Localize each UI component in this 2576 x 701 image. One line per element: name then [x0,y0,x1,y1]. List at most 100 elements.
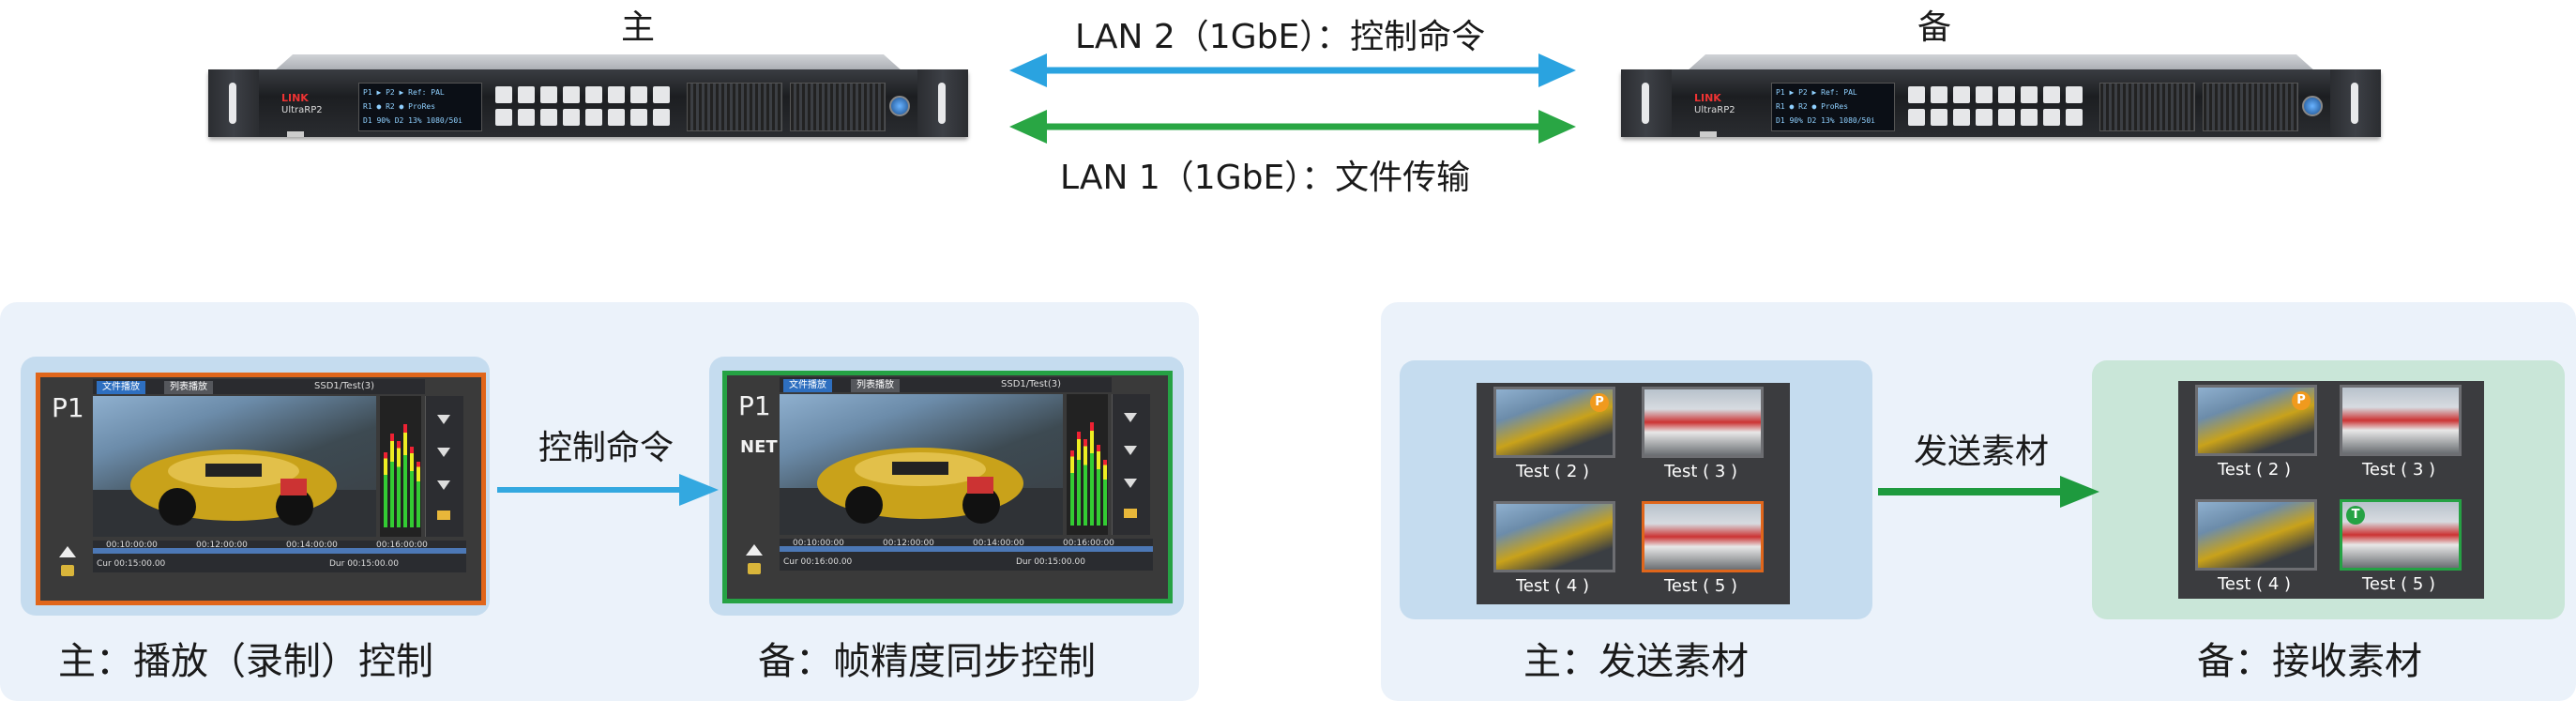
send-material-label: 发送素材 [1914,433,2050,471]
down-arrow-icon[interactable] [437,448,450,457]
clip-label: Test ( 5 ) [2361,574,2436,594]
file-path: SSD1/Test(3) [314,381,374,391]
timeline[interactable]: 00:10:00:00 00:12:00:00 00:14:00:00 00:1… [780,539,1153,571]
receive-clip-grid: P Test ( 2 ) Test ( 3 ) Test ( 4 ) T Tes… [2178,381,2484,599]
timeline-mark: 00:10:00:00 [793,539,844,548]
power-button-icon [2302,96,2323,116]
backup-rack-unit: LINK UltraRP2 P1 ▶ P2 ▶ Ref: PAL R1 ● R2… [1621,54,2381,148]
lan1-label: LAN 1（1GbE）：文件传输 [1060,159,1471,197]
send-material-arrow [1878,476,2099,508]
audio-meters [1067,394,1108,535]
net-label: NET [740,437,778,457]
backup-button-panel [1908,86,2083,126]
timeline[interactable]: 00:10:00:00 00:12:00:00 00:14:00:00 00:1… [93,541,466,572]
clip-thumbnail[interactable]: P [2195,385,2317,456]
timeline-mark: 00:10:00:00 [106,541,158,550]
file-path: SSD1/Test(3) [1001,379,1061,389]
lock-icon[interactable] [748,563,761,574]
lcd-line: R1 ● R2 ● ProRes [1776,102,1849,111]
tab-list-play[interactable]: 列表播放 [164,381,213,394]
backup-top-label: 备 [1917,8,1952,47]
timeline-mark: 00:12:00:00 [196,541,248,550]
backup-model: UltraRP2 [1694,105,1735,115]
tab-file-play[interactable]: 文件播放 [783,379,832,392]
side-control-column [1112,394,1150,535]
tab-bar: 文件播放 列表播放 SSD1/Test(3) [780,377,1112,392]
down-arrow-icon[interactable] [1124,446,1137,455]
clip-label: Test ( 3 ) [2361,460,2436,480]
master-model: UltraRP2 [281,105,323,115]
lcd-line: P1 ▶ P2 ▶ Ref: PAL [1776,88,1857,97]
drive-bay-2 [790,83,886,131]
timeline-mark: 00:14:00:00 [973,539,1024,548]
eject-icon[interactable] [746,544,763,556]
timeline-mark: 00:12:00:00 [883,539,934,548]
master-button-panel [495,86,670,126]
playing-badge: P [1590,393,1609,412]
receive-caption: 备：接收素材 [2197,640,2422,683]
lcd-line: D1 90% D2 13% 1080/50i [363,116,462,125]
usb-port-icon [1700,131,1717,137]
backup-brand: LINK [1694,92,1721,104]
clip-thumbnail[interactable] [2195,499,2317,571]
master-playback-caption: 主：播放（录制）控制 [58,640,433,683]
playing-badge: P [2292,391,2311,410]
race-car-image [780,448,1063,535]
upload-icon[interactable] [1124,509,1137,518]
clip-thumbnail[interactable] [2340,385,2462,456]
clip-label: Test ( 2 ) [2217,460,2292,480]
send-clip-grid: P Test ( 2 ) Test ( 3 ) Test ( 4 ) Test … [1477,383,1790,604]
lcd-line: R1 ● R2 ● ProRes [363,102,436,111]
drive-bay-1 [687,83,782,131]
control-command-arrow [497,474,719,506]
current-timecode: Cur 00:16:00.00 [783,557,853,567]
master-top-label: 主 [621,8,656,47]
clip-label: Test ( 4 ) [1515,576,1590,596]
clip-thumbnail[interactable] [1642,387,1764,458]
eject-icon[interactable] [59,546,76,557]
side-control-column [425,396,463,537]
clip-thumbnail[interactable]: P [1493,387,1615,458]
usb-port-icon [287,131,304,137]
drive-bay-2 [2203,83,2298,131]
clip-label: Test ( 3 ) [1663,462,1738,481]
channel-label: P1 [738,390,771,421]
clip-label: Test ( 2 ) [1515,462,1590,481]
video-preview [93,396,376,537]
master-rack-unit: LINK UltraRP2 P1 ▶ P2 ▶ Ref: PAL R1 ● R2… [208,54,968,148]
tab-list-play[interactable]: 列表播放 [851,379,900,392]
lcd-line: D1 90% D2 13% 1080/50i [1776,116,1875,125]
duration-timecode: Dur 00:15:00.00 [329,559,399,569]
transfer-badge: T [2346,506,2365,525]
control-command-label: 控制命令 [538,429,674,467]
drive-bay-1 [2099,83,2195,131]
tab-file-play[interactable]: 文件播放 [97,381,145,394]
timeline-mark: 00:14:00:00 [286,541,338,550]
upload-icon[interactable] [437,511,450,520]
backup-playback-screen: P1 NET 文件播放 列表播放 SSD1/Test(3) 00:10:00:0… [722,371,1173,603]
lan1-double-arrow [1009,110,1576,144]
master-brand: LINK [281,92,309,104]
backup-playback-caption: 备：帧精度同步控制 [758,640,1096,683]
lan2-label: LAN 2（1GbE）：控制命令 [1075,18,1486,56]
channel-label: P1 [52,392,84,423]
clip-thumbnail[interactable] [1493,501,1615,572]
clip-label: Test ( 5 ) [1663,576,1738,596]
master-playback-screen: P1 文件播放 列表播放 SSD1/Test(3) 00:10:00:00 00… [36,373,486,605]
current-timecode: Cur 00:15:00.00 [97,559,166,569]
send-caption: 主：发送素材 [1523,640,1749,683]
lcd-line: P1 ▶ P2 ▶ Ref: PAL [363,88,445,97]
lock-icon[interactable] [61,565,74,576]
down-arrow-icon[interactable] [437,480,450,490]
power-button-icon [889,96,910,116]
down-arrow-icon[interactable] [437,415,450,424]
timeline-mark: 00:16:00:00 [376,541,428,550]
clip-thumbnail-selected[interactable]: T [2340,499,2462,571]
master-lcd-display: P1 ▶ P2 ▶ Ref: PAL R1 ● R2 ● ProRes D1 9… [358,83,482,131]
tab-bar: 文件播放 列表播放 SSD1/Test(3) [93,379,425,394]
clip-thumbnail-selected[interactable] [1642,501,1764,572]
timeline-mark: 00:16:00:00 [1063,539,1114,548]
down-arrow-icon[interactable] [1124,479,1137,488]
down-arrow-icon[interactable] [1124,413,1137,422]
clip-label: Test ( 4 ) [2217,574,2292,594]
